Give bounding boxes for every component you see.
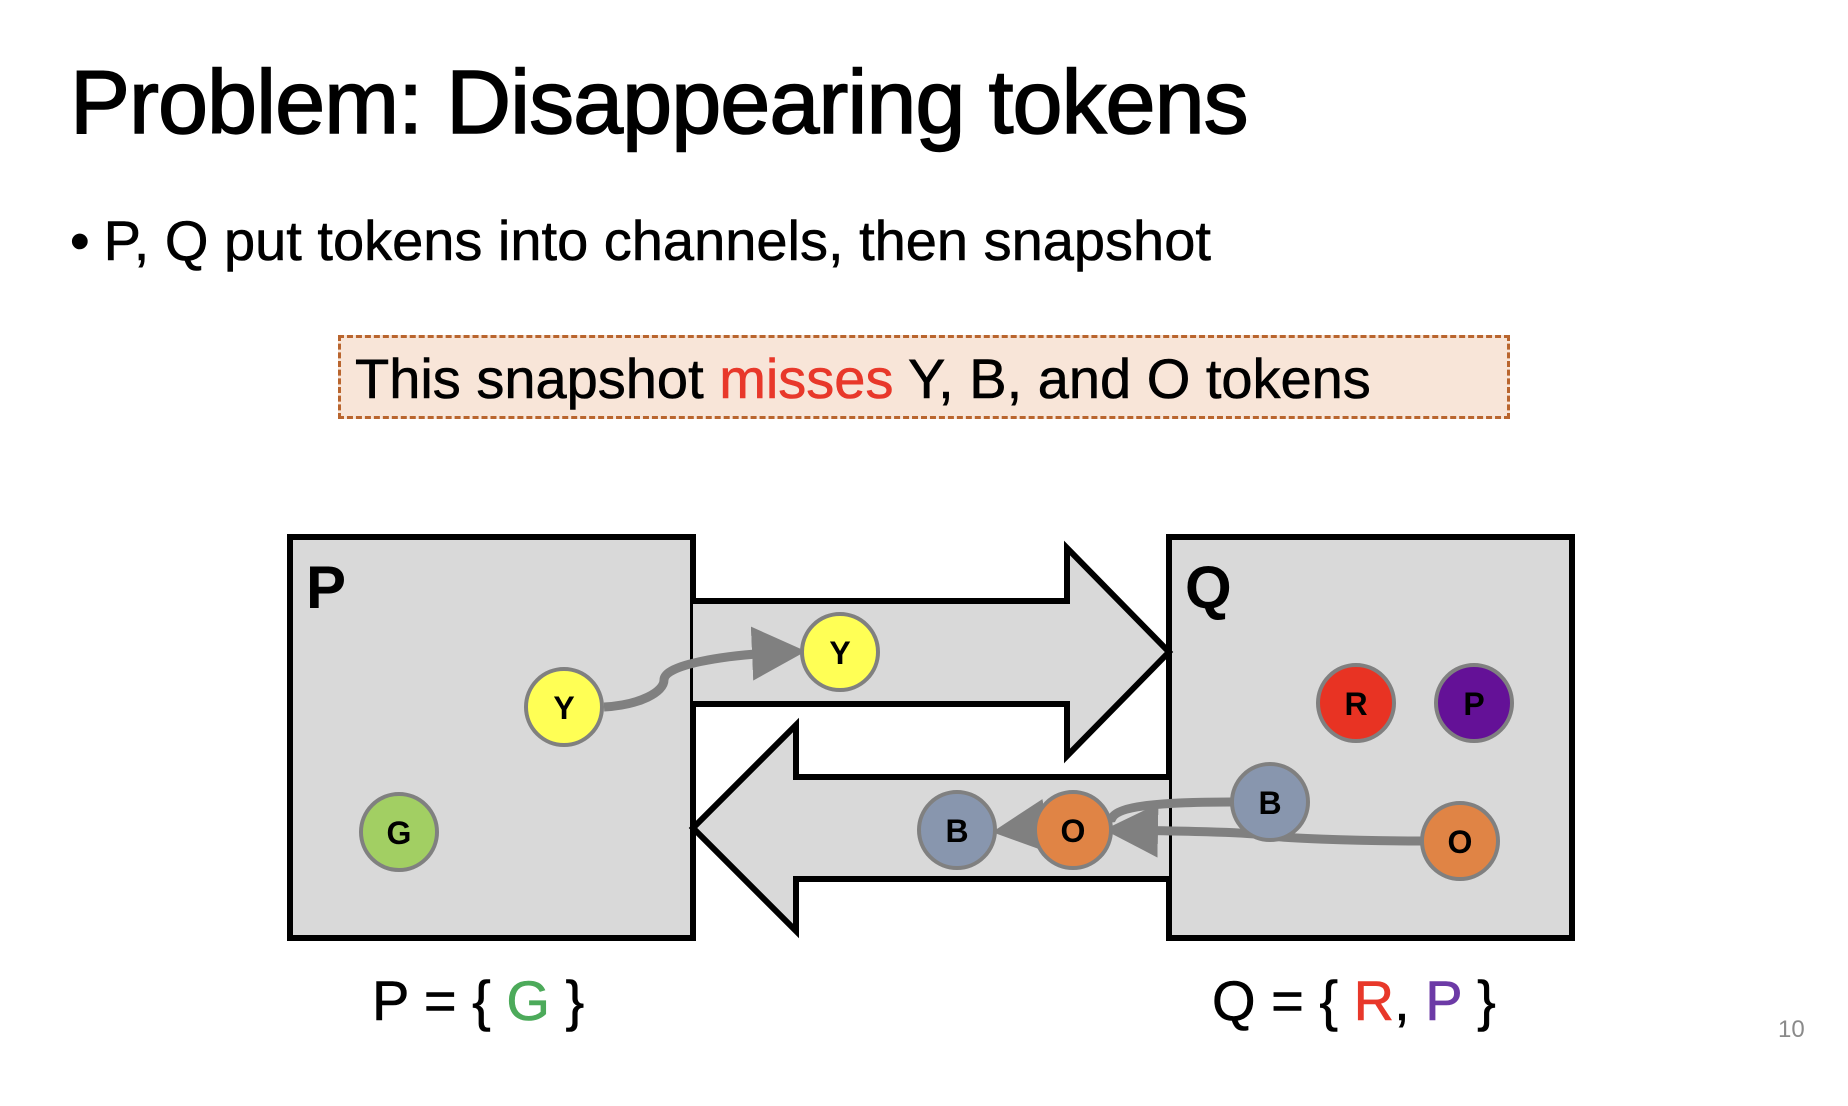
process-label-p: P <box>306 554 346 621</box>
callout-highlight: misses <box>719 347 894 411</box>
token-p-yellow: Y <box>524 667 604 747</box>
token-label: G <box>387 815 412 851</box>
token-ch-blue: B <box>917 790 997 870</box>
state-q-lhs: Q = { <box>1212 969 1354 1033</box>
token-p-green: G <box>359 792 439 872</box>
state-p-rhs: } <box>549 969 585 1033</box>
state-p-item-g: G <box>506 969 550 1033</box>
state-p-lhs: P = { <box>372 969 507 1033</box>
token-q-orange: O <box>1420 801 1500 881</box>
token-label: Y <box>553 690 574 726</box>
token-circle <box>1434 663 1514 743</box>
bullet-item: •P, Q put tokens into channels, then sna… <box>70 208 1212 273</box>
state-q-item-r: R <box>1353 969 1395 1033</box>
bullet-marker: • <box>70 209 90 273</box>
token-label: P <box>1463 686 1484 722</box>
token-q-blue: B <box>1230 762 1310 842</box>
bullet-text: P, Q put tokens into channels, then snap… <box>103 209 1211 273</box>
page-number: 10 <box>1778 1016 1805 1043</box>
state-q-rhs: } <box>1461 969 1496 1033</box>
token-circle <box>1033 790 1113 870</box>
snapshot-state-p: P = { G } <box>372 968 585 1033</box>
snapshot-state-q: Q = { R, P } <box>1212 968 1496 1033</box>
token-ch-yellow: Y <box>800 612 880 692</box>
token-ch-orange: O <box>1033 790 1113 870</box>
callout-prefix: This snapshot <box>355 347 720 411</box>
process-box-p <box>287 534 696 941</box>
process-label-q: Q <box>1185 554 1232 621</box>
token-circle <box>359 792 439 872</box>
tokens-layer: Y G Y R P B O B O <box>359 612 1514 881</box>
slide-title: Problem: Disappearing tokens <box>69 52 1249 154</box>
token-circle <box>1316 663 1396 743</box>
callout-text: This snapshot misses Y, B, and O tokens <box>355 346 1371 411</box>
token-label: B <box>1258 785 1281 821</box>
token-circle <box>800 612 880 692</box>
token-circle <box>524 667 604 747</box>
token-label: O <box>1061 813 1086 849</box>
channel-arrow-p-to-q <box>693 540 1174 764</box>
token-circle <box>1230 762 1310 842</box>
callout-suffix: Y, B, and O tokens <box>893 347 1371 411</box>
token-label: O <box>1448 824 1473 860</box>
state-q-item-p: P <box>1425 969 1462 1033</box>
token-circle <box>917 790 997 870</box>
move-arrow-yellow <box>603 626 806 712</box>
token-q-purple: P <box>1434 663 1514 743</box>
callout-box: This snapshot misses Y, B, and O tokens <box>338 335 1510 419</box>
token-circle <box>1420 801 1500 881</box>
token-q-red: R <box>1316 663 1396 743</box>
token-label: Y <box>829 635 850 671</box>
token-label: R <box>1344 686 1367 722</box>
state-q-sep: , <box>1394 969 1426 1033</box>
token-label: B <box>945 813 968 849</box>
